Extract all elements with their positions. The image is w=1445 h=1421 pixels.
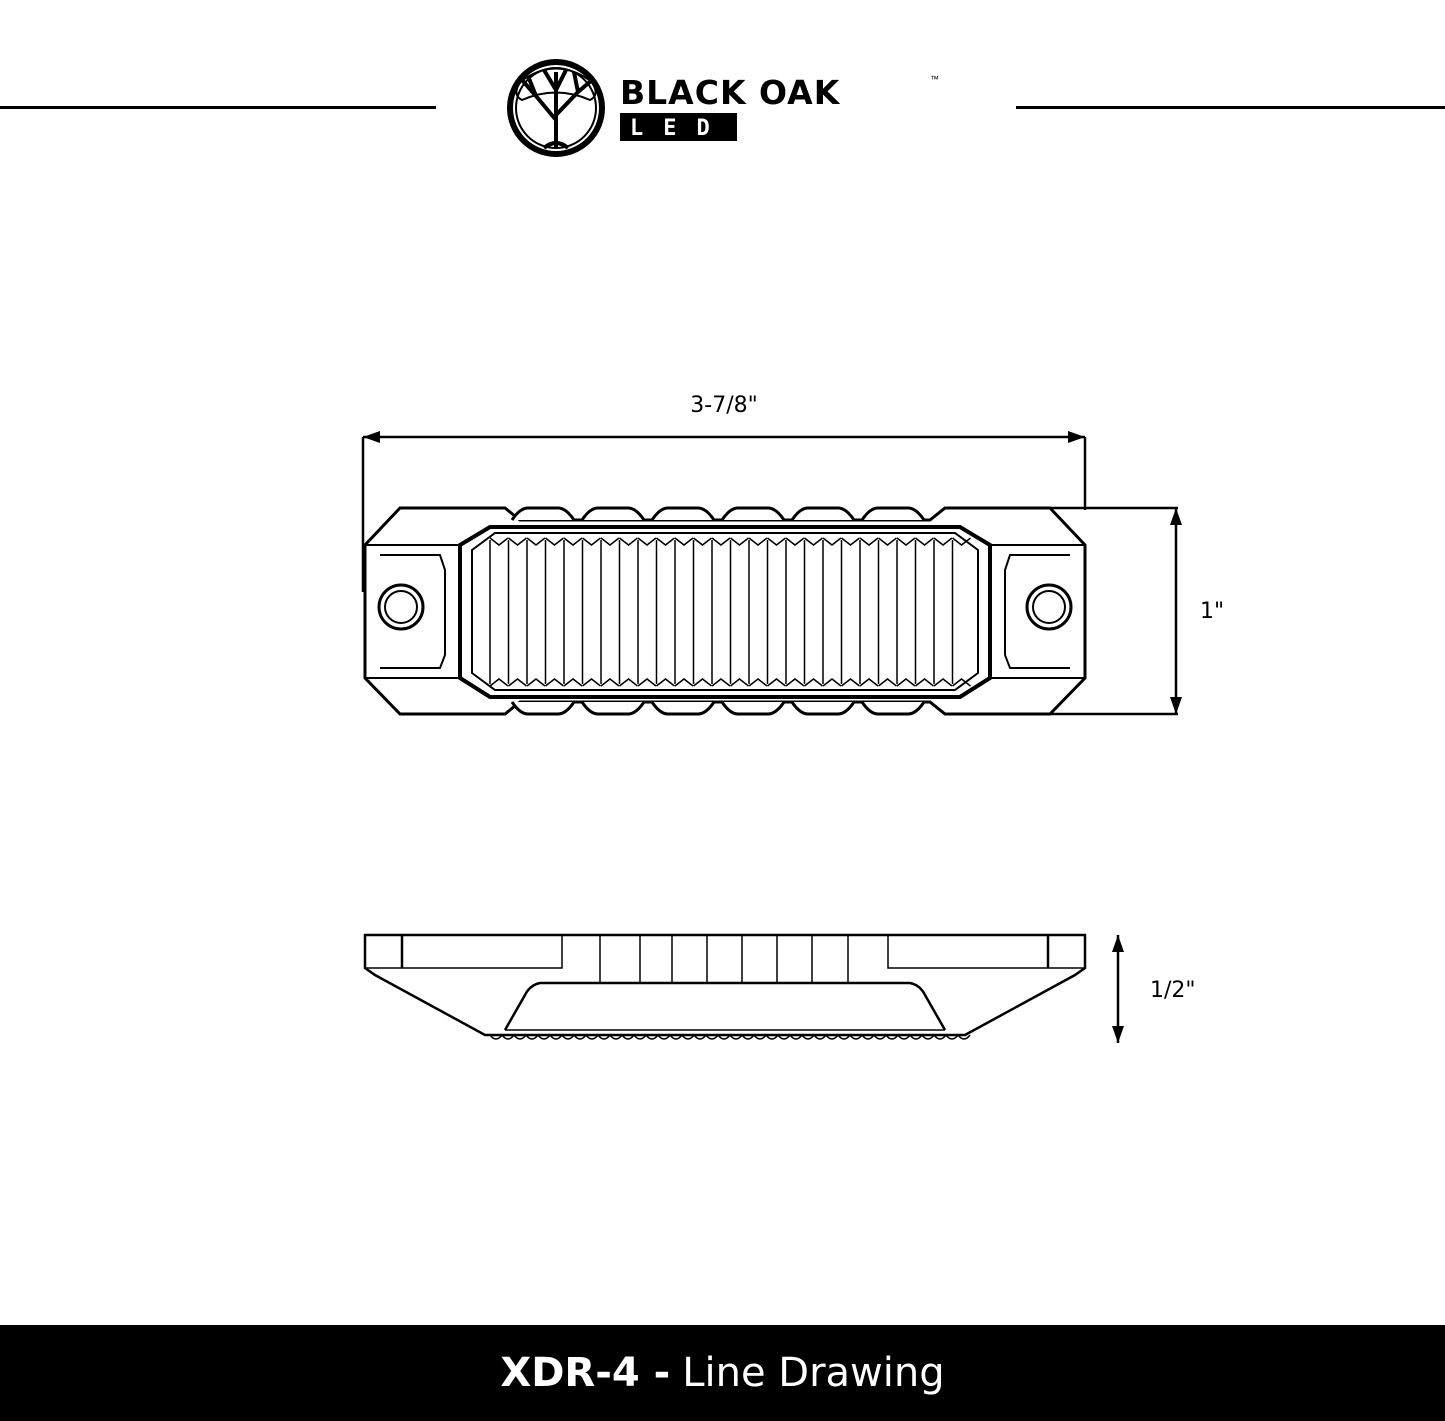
lens-fin-tip [637, 537, 657, 687]
side-view [363, 933, 1087, 1040]
height-label: 1" [1200, 599, 1224, 624]
lens-fin-tip [582, 537, 601, 687]
bottom-rib [650, 701, 716, 716]
width-dimension [361, 431, 1087, 592]
line-drawing: BLACK OAK ™ LED 3-7/8" 1" [361, 59, 1224, 1043]
header-rule-right [1016, 106, 1445, 109]
model-number: XDR-4 - [500, 1350, 671, 1396]
lens-fin-tip [545, 537, 564, 687]
lens-fin-tip [619, 537, 638, 687]
bottom-rib [720, 701, 786, 716]
width-label: 3-7/8" [690, 393, 757, 418]
mount-hole-left [377, 583, 425, 631]
lens-fin-tip [822, 537, 842, 687]
lens-frame [458, 525, 992, 699]
top-rib [720, 506, 786, 521]
lens-fin-tip [878, 537, 897, 687]
lens-fin-tip [896, 537, 916, 687]
bottom-rib [790, 701, 856, 716]
mount-hole-right [1025, 583, 1073, 631]
lens-fin-tip [526, 537, 546, 687]
lens-fin-tip [859, 537, 879, 687]
top-view [363, 506, 1087, 716]
header-rule-left [0, 106, 436, 109]
lens-fin-tip [674, 537, 694, 687]
tree-icon [507, 59, 605, 157]
lens-fin-tip [563, 537, 583, 687]
lens-fin-tip [693, 537, 712, 687]
depth-label: 1/2" [1150, 978, 1196, 1003]
trademark: ™ [930, 74, 939, 84]
lens-fin-tip [711, 537, 731, 687]
bottom-rib [510, 701, 576, 716]
bottom-rib [580, 701, 646, 716]
lens-fin-tip [933, 537, 953, 687]
top-rib [580, 506, 646, 521]
lens-fin-tip [841, 537, 860, 687]
brand-logo: BLACK OAK ™ LED [507, 59, 939, 157]
lens-fin-tip [508, 537, 527, 687]
brand-name: BLACK OAK [620, 73, 841, 112]
lens-fin-tip [804, 537, 823, 687]
footer-bar: XDR-4 - Line Drawing [0, 1325, 1445, 1421]
lens-fin-tip [748, 537, 768, 687]
top-rib [790, 506, 856, 521]
lens-fin-tip [730, 537, 749, 687]
bottom-rib [860, 701, 926, 716]
top-rib [650, 506, 716, 521]
lens-fin-tip [952, 537, 971, 687]
lens-fin-tip [915, 537, 934, 687]
lens-fin-tip [489, 537, 509, 687]
document-title: Line Drawing [682, 1350, 945, 1396]
lens-fin-tip [785, 537, 805, 687]
brand-sub-box [620, 113, 737, 141]
top-rib [860, 506, 926, 521]
height-dimension [1050, 506, 1182, 716]
lens-fin-tip [600, 537, 620, 687]
top-rib [510, 506, 576, 521]
lens-fin-tip [656, 537, 675, 687]
lens-fin-tip [767, 537, 786, 687]
depth-dimension [1112, 935, 1124, 1043]
brand-sub: LED [630, 116, 730, 141]
